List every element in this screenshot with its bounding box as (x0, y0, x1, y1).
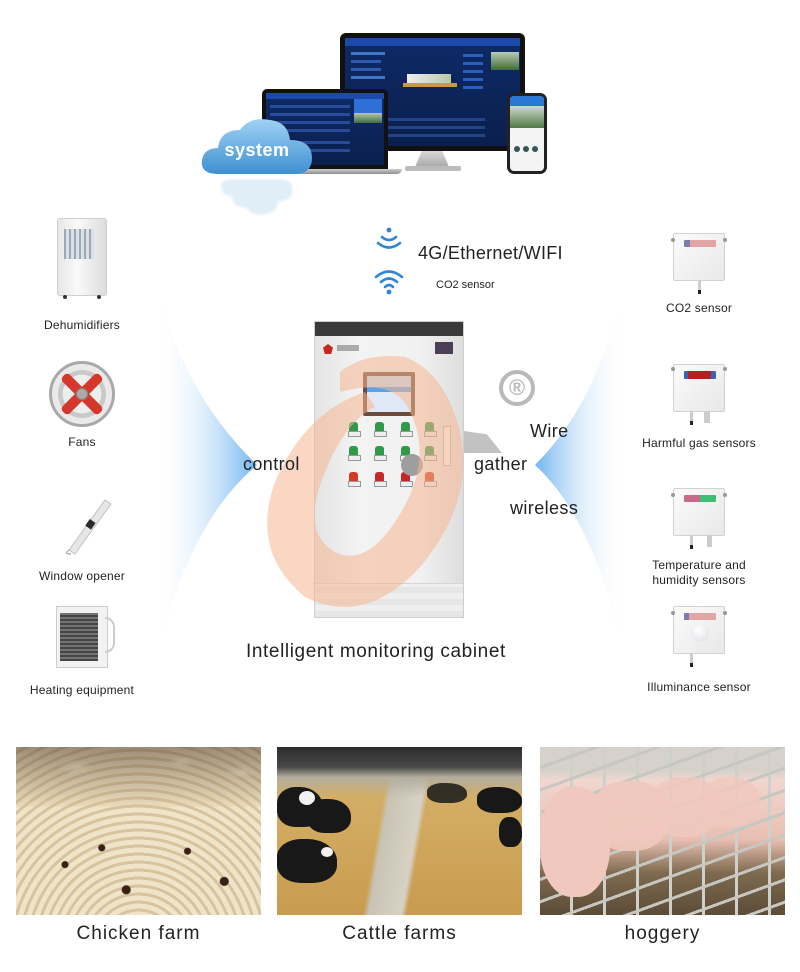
cloud-reflection (221, 179, 293, 215)
control-label: control (243, 454, 300, 474)
signal-upward-icon (376, 227, 402, 249)
sensor-label: CO2 sensor (665, 301, 733, 315)
sensor-label-line1: Temperature and (652, 558, 746, 572)
cabinet-label: Intelligent monitoring cabinet (246, 641, 506, 662)
actuator-window-opener: Window opener (7, 494, 157, 584)
indicator-red-icon (348, 472, 361, 487)
actuator-heating-equipment: Heating equipment (7, 606, 157, 698)
gather-label: gather (474, 454, 528, 474)
indicator-green-icon (374, 422, 387, 437)
wire-label: Wire (530, 421, 569, 441)
indicator-green-icon (400, 422, 413, 437)
actuator-label: Heating equipment (29, 683, 135, 697)
gather-fan-shape (535, 270, 625, 670)
farm-caption: hoggery (624, 923, 701, 944)
actuator-fans: Fans (7, 361, 157, 450)
flow-gauge (443, 426, 451, 466)
cabinet-badge (435, 342, 453, 354)
sensor-label: Temperature and humidity sensors (624, 558, 774, 588)
system-cloud: system (198, 114, 316, 176)
cloud-icon (201, 119, 312, 174)
indicator-green-icon (424, 422, 437, 437)
farm-caption: Chicken farm (76, 923, 201, 944)
wifi-icon (374, 270, 404, 295)
fan-icon (49, 361, 115, 427)
sensor-label-line2: humidity sensors (652, 573, 746, 587)
brand-logo-icon (323, 344, 333, 354)
indicator-green-icon (424, 446, 437, 461)
indicator-red-icon (424, 472, 437, 487)
actuator-label: Fans (68, 435, 96, 449)
farm-caption: Cattle farms (342, 923, 457, 944)
wire-connector-shape (464, 431, 502, 453)
heater-icon (56, 606, 115, 668)
co2-sensor-icon (671, 233, 727, 294)
indicator-green-icon (374, 446, 387, 461)
actuator-label: Dehumidifiers (44, 318, 120, 332)
indicator-green-icon (348, 446, 361, 461)
phone-screen (510, 96, 544, 171)
center-knob (401, 454, 423, 476)
desktop-monitor (340, 33, 525, 151)
sensor-co2: CO2 sensor (624, 233, 774, 316)
connectivity-sublabel: CO2 sensor (436, 279, 495, 291)
dehumidifier-icon (57, 218, 107, 299)
sensor-harmful-gas: Harmful gas sensors (624, 364, 774, 451)
monitor-base (405, 166, 461, 171)
laptop-base (250, 169, 402, 174)
indicator-green-icon (348, 422, 361, 437)
sensor-illuminance: Illuminance sensor (624, 606, 774, 695)
cattle-farm-photo (277, 747, 522, 915)
smartphone (507, 93, 547, 174)
actuator-dehumidifiers: Dehumidifiers (7, 218, 157, 333)
window-opener-icon (65, 499, 112, 555)
sensor-label: Harmful gas sensors (642, 436, 756, 450)
indicator-red-icon (374, 472, 387, 487)
gas-sensor-icon (671, 364, 727, 425)
illuminance-sensor-icon (671, 606, 727, 667)
monitor-stand (415, 151, 449, 167)
sensor-temperature-humidity: Temperature and humidity sensors (624, 488, 774, 588)
cloud-label: system (224, 140, 290, 160)
actuator-label: Window opener (39, 569, 125, 583)
touch-screen-panel (363, 372, 415, 416)
monitoring-cabinet (314, 321, 464, 618)
connectivity-label: 4G/Ethernet/WIFI (418, 243, 563, 263)
temp-humidity-sensor-icon (671, 488, 727, 549)
wireless-label: wireless (510, 498, 579, 518)
registered-mark: ® (499, 370, 535, 406)
control-fan-shape (155, 270, 257, 670)
chicken-farm-photo (16, 747, 261, 915)
sensor-label: Illuminance sensor (647, 680, 751, 694)
hoggery-photo (540, 747, 785, 915)
